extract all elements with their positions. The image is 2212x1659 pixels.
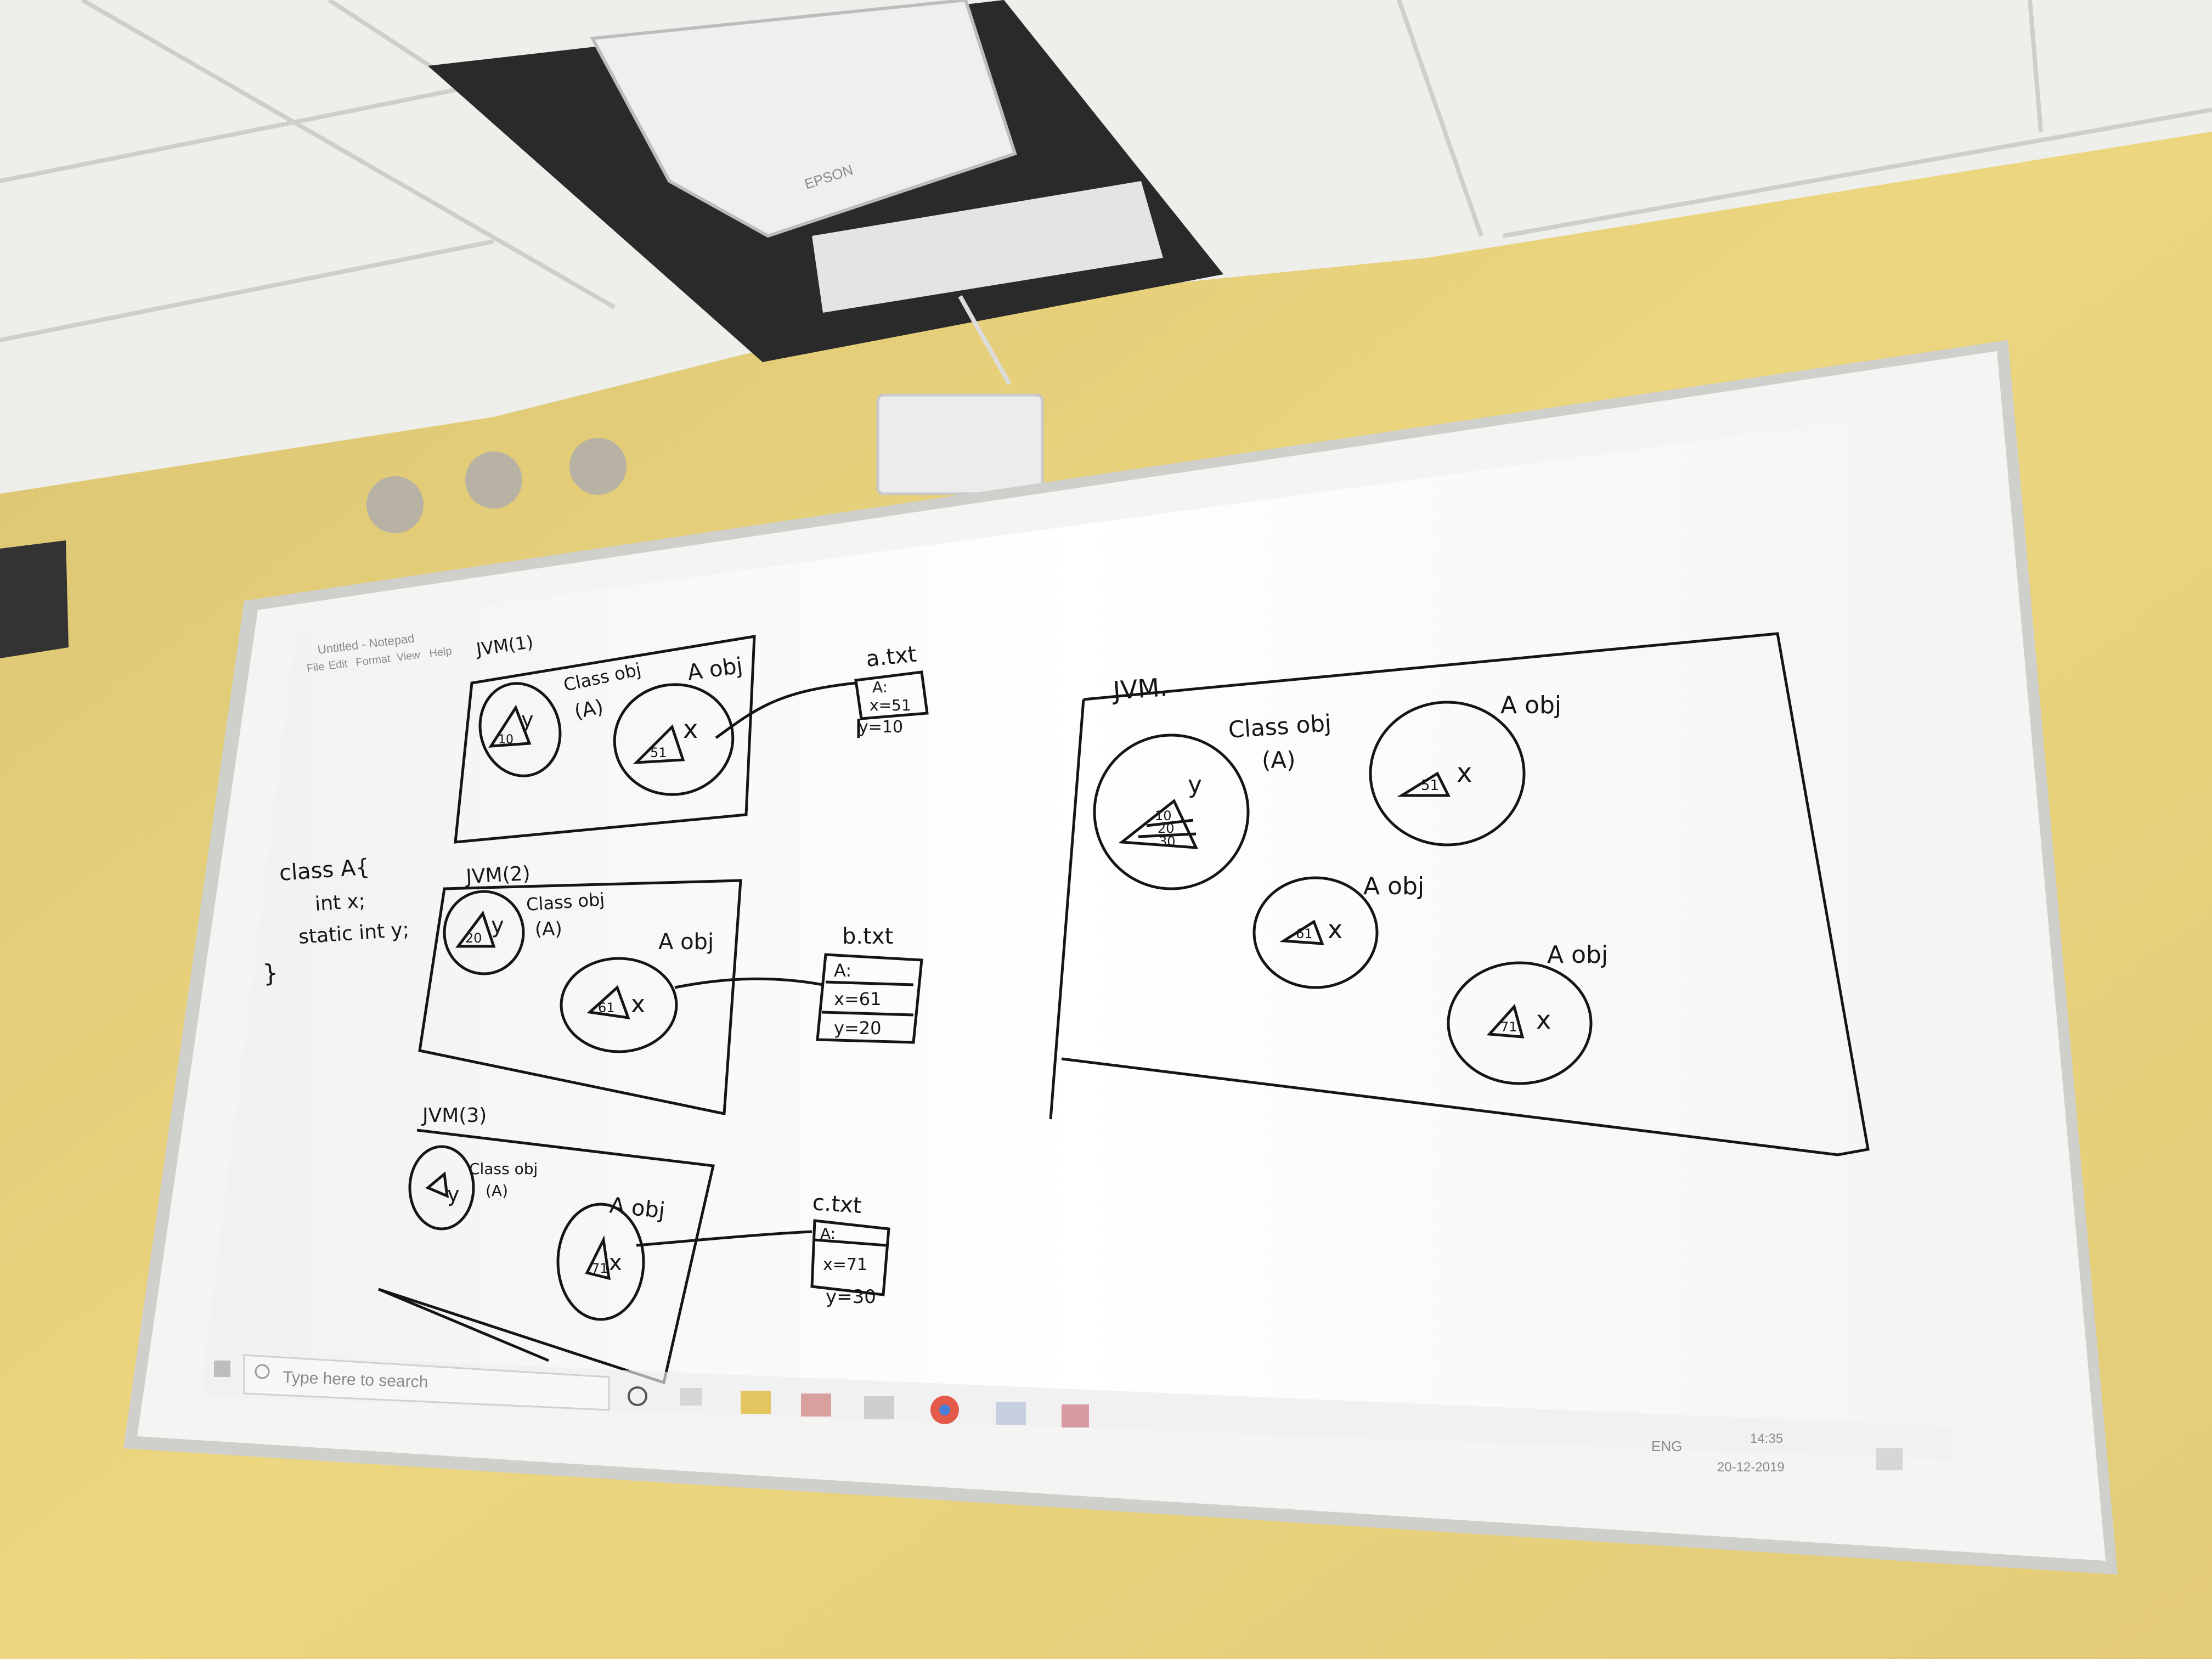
jvm3-class-obj-label: Class obj [469,1160,538,1178]
projector-cable [958,295,1012,385]
code-line-2: int x; [314,890,366,916]
b-txt-line-3: y=20 [834,1018,881,1039]
big-class-obj-var: y [1188,771,1202,799]
c-txt-line-1: A: [820,1224,836,1243]
c-txt-filename: c.txt [811,1190,862,1218]
taskbar-search-box[interactable] [243,1354,610,1411]
big-a-obj-circle-3 [1447,961,1593,1085]
big-a-obj-label-3: A obj [1547,941,1608,969]
c-txt-line-3: y=30 [826,1286,876,1308]
snipping-tool-icon[interactable] [996,1402,1026,1425]
big-class-obj-value-3: 30 [1159,834,1176,849]
big-jvm-label: JVM. [1110,672,1169,706]
big-a-obj-circle-1 [1369,701,1526,847]
projector: EPSON [590,0,1163,313]
big-class-obj-circle [1093,733,1250,890]
a-txt-line-1: A: [872,678,888,696]
big-class-obj-value-2: 20 [1158,821,1175,836]
b-txt-filename: b.txt [842,924,893,949]
jvm3-a-obj-label: A obj [608,1193,666,1223]
projected-screen [206,417,1953,1426]
notification-icon[interactable] [1876,1448,1903,1470]
wall-outlet-1 [366,476,424,533]
jvm2-class-obj-var: y [491,913,504,938]
jvm2-class-obj-value: 20 [465,930,482,946]
jvm2-a-obj-var: x [631,990,645,1018]
jvm-2-diagram [418,879,923,1116]
jvm2-class-obj-circle [443,890,525,975]
wall-receiver-box [876,393,1044,495]
menu-file[interactable]: File [306,661,325,675]
file-explorer-icon[interactable] [741,1391,771,1414]
jvm2-a-obj-label: A obj [658,929,714,955]
c-txt-box [810,1219,890,1296]
big-class-obj-sub: (A) [1262,747,1296,774]
code-line-1: class A{ [278,855,370,886]
big-a-obj-var-3: x [1536,1005,1551,1035]
jvm1-class-obj-value: 10 [498,733,514,747]
big-a-obj-circle-2 [1252,876,1379,989]
b-txt-line-2: x=61 [834,989,881,1009]
big-a-obj-label-1: A obj [1500,691,1561,719]
jvm2-class-obj-sub: (A) [535,918,562,940]
taskbar: Type here to search ENG 14:35 20-12-2019 [204,1352,1953,1475]
b-txt-box [816,953,923,1044]
wall-outlet-2 [465,452,522,509]
jvm3-a-obj-circle [556,1203,645,1321]
a-txt-box [854,670,929,720]
big-a-obj-value-2: 61 [1296,926,1313,941]
wall-screen-edge [0,540,69,658]
notepad-menu: File Edit Format View Help [306,645,453,675]
jvm1-a-obj-var: x [683,714,698,744]
jvm1-class-obj-var: y [521,708,534,732]
task-view-icon[interactable] [680,1388,702,1406]
jvm-1-diagram [454,635,929,844]
jvm1-a-obj-circle [613,683,735,796]
paint-app-icon[interactable] [801,1393,831,1417]
jvm3-a-obj-var: x [609,1250,622,1276]
big-a-obj-value-1: 51 [1421,777,1439,794]
a-txt-line-3: y=10 [859,718,903,737]
jvm1-class-obj-circle [478,682,562,777]
big-a-obj-var-2: x [1328,915,1342,944]
a-txt-line-2: x=51 [870,696,911,714]
taskbar-time: 14:35 [1750,1431,1783,1446]
big-a-obj-var-1: x [1457,758,1472,788]
wall-outlet-3 [569,438,627,495]
notepad-app-icon[interactable] [864,1396,894,1419]
jvm2-a-obj-circle [560,957,678,1053]
big-a-obj-label-2: A obj [1363,872,1424,900]
code-line-4: } [262,959,279,988]
menu-help[interactable]: Help [428,645,453,660]
jvm-big-diagram [1049,632,1870,1156]
jvm1-a-obj-value: 51 [650,745,667,760]
jvm3-a-obj-value: 71 [591,1261,608,1276]
big-a-obj-value-3: 71 [1500,1019,1517,1035]
taskbar-date: 20-12-2019 [1717,1460,1785,1475]
a-txt-filename: a.txt [865,642,918,672]
windows-start-icon[interactable] [214,1361,230,1377]
jvm3-label: JVM(3) [421,1104,487,1127]
menu-edit[interactable]: Edit [328,658,348,672]
b-txt-line-1: A: [834,960,851,981]
jvm3-class-obj-var: y [447,1182,460,1206]
cortana-icon[interactable] [628,1386,647,1406]
c-txt-line-2: x=71 [823,1255,867,1274]
jvm3-class-obj-sub: (A) [486,1182,508,1200]
app-icon[interactable] [1062,1404,1089,1427]
jvm2-a-obj-value: 61 [598,1000,615,1015]
jvm2-label: JVM(2) [464,862,531,888]
search-icon [255,1364,270,1379]
big-class-obj-value-1: 10 [1155,808,1172,823]
menu-view[interactable]: View [396,649,421,664]
jvm3-class-obj-circle [408,1145,475,1231]
taskbar-lang: ENG [1651,1438,1682,1454]
